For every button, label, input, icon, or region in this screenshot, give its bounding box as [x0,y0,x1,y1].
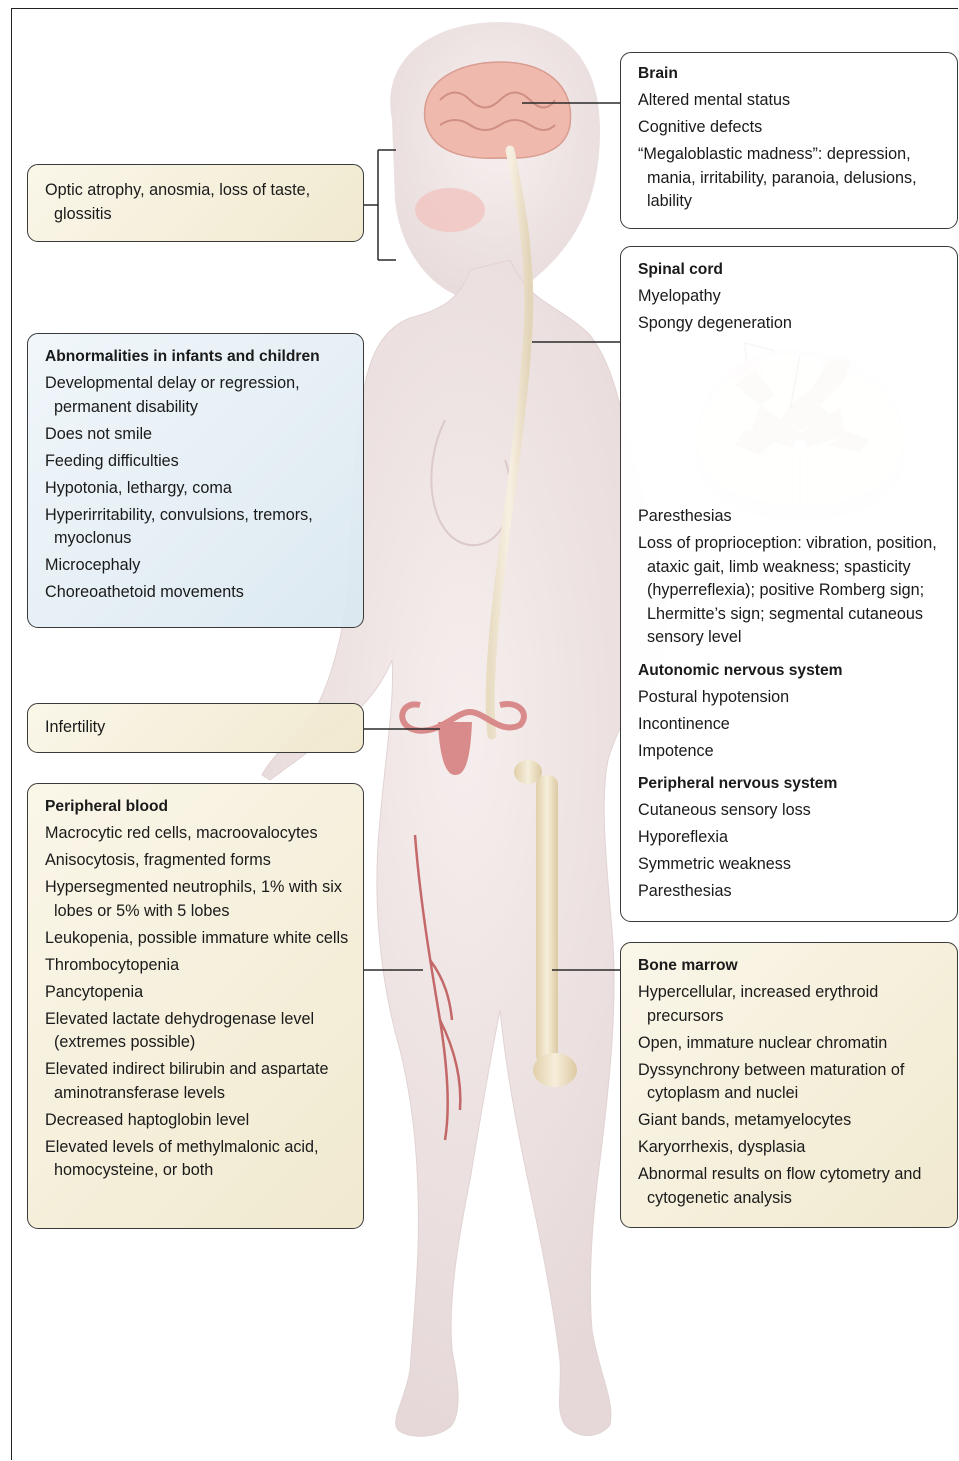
brain-item: Cognitive defects [638,116,947,140]
peripheral-nervous-title: Peripheral nervous system [638,772,947,796]
autonomic-title: Autonomic nervous system [638,659,947,683]
blood-item: Elevated levels of methylmalonic acid, h… [45,1136,353,1183]
brain-item: “Megaloblastic madness”: depression, man… [638,143,947,214]
marrow-item: Abnormal results on flow cytometry and c… [638,1163,947,1210]
blood-item: Hypersegmented neutrophils, 1% with six … [45,876,353,923]
blood-title: Peripheral blood [45,795,353,819]
spinal-cord-item: Spongy degeneration [638,312,947,336]
peripheral-blood-box: Peripheral blood Macrocytic red cells, m… [27,783,364,1229]
bone-marrow-box: Bone marrow Hypercellular, increased ery… [620,942,958,1228]
blood-item: Pancytopenia [45,981,353,1005]
infants-title: Abnormalities in infants and children [45,345,353,369]
blood-item: Leukopenia, possible immature white cell… [45,927,353,951]
blood-item: Elevated lactate dehydrogenase level (ex… [45,1008,353,1055]
autonomic-item: Impotence [638,740,947,764]
cross-section-space [638,339,947,505]
infertility-item: Infertility [45,716,353,740]
senses-box: Optic atrophy, anosmia, loss of taste, g… [27,164,364,242]
brain-box: Brain Altered mental status Cognitive de… [620,52,958,229]
brain [425,62,571,158]
blood-item: Macrocytic red cells, macroovalocytes [45,822,353,846]
marrow-item: Giant bands, metamyelocytes [638,1109,947,1133]
spinal-cord-title: Spinal cord [638,258,947,282]
blood-item: Thrombocytopenia [45,954,353,978]
marrow-item: Hypercellular, increased erythroid precu… [638,981,947,1028]
nasal-region [415,188,485,232]
spinal-cord-item: Paresthesias [638,505,947,529]
infants-item: Does not smile [45,423,353,447]
autonomic-item: Postural hypotension [638,686,947,710]
senses-item: Optic atrophy, anosmia, loss of taste, g… [45,179,353,226]
marrow-item: Open, immature nuclear chromatin [638,1032,947,1056]
infants-item: Hypotonia, lethargy, coma [45,477,353,501]
spinal-cord-item: Myelopathy [638,285,947,309]
infertility-box: Infertility [27,703,364,753]
infants-box: Abnormalities in infants and children De… [27,333,364,628]
spinal-cord-item: Loss of proprioception: vibration, posit… [638,532,947,650]
blood-item: Elevated indirect bilirubin and aspartat… [45,1058,353,1105]
infants-item: Hyperirritability, convulsions, tremors,… [45,504,353,551]
peripheral-nervous-item: Paresthesias [638,880,947,904]
brain-item: Altered mental status [638,89,947,113]
peripheral-nervous-item: Symmetric weakness [638,853,947,877]
blood-item: Decreased haptoglobin level [45,1109,353,1133]
brain-title: Brain [638,62,947,86]
infants-item: Microcephaly [45,554,353,578]
marrow-title: Bone marrow [638,954,947,978]
peripheral-nervous-item: Cutaneous sensory loss [638,799,947,823]
marrow-item: Karyorrhexis, dysplasia [638,1136,947,1160]
infants-item: Developmental delay or regression, perma… [45,372,353,419]
blood-item: Anisocytosis, fragmented forms [45,849,353,873]
spinal-cord-box: Spinal cord Myelopathy Spongy degenerati… [620,246,958,922]
autonomic-item: Incontinence [638,713,947,737]
infants-item: Choreoathetoid movements [45,581,353,605]
marrow-item: Dyssynchrony between maturation of cytop… [638,1059,947,1106]
peripheral-nervous-item: Hyporeflexia [638,826,947,850]
infants-item: Feeding difficulties [45,450,353,474]
